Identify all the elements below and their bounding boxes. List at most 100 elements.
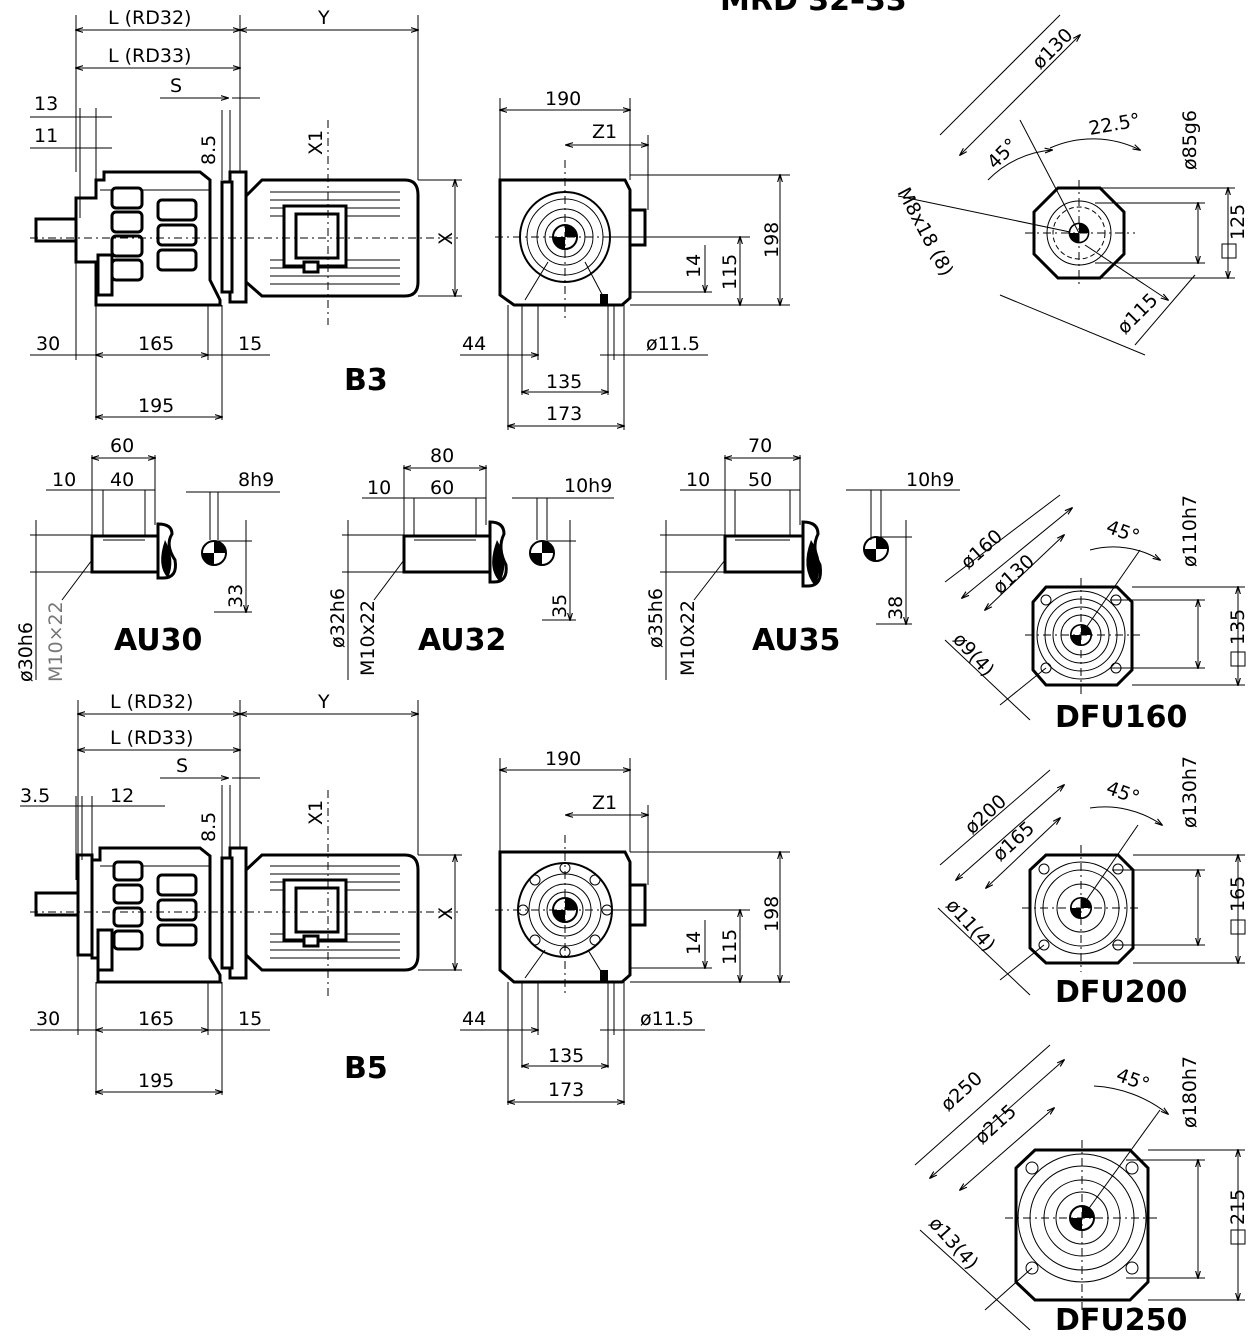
dimension-label: 15 [238, 1008, 262, 1030]
dimension-label: 8h9 [238, 469, 274, 491]
dimension-label: 38 [885, 596, 907, 620]
dimension-label: 14 [683, 931, 705, 955]
dimension-label: ø130 [989, 550, 1039, 598]
dimension-label: ø180h7 [1179, 1056, 1201, 1128]
dimension-label: 15 [238, 333, 262, 355]
dimension-label: X1 [305, 800, 327, 825]
dimension-label: 173 [548, 1079, 584, 1101]
dimension-label: ø85g6 [1179, 110, 1201, 170]
dimension-label: 22.5° [1087, 109, 1142, 140]
b5-front-view [30, 790, 460, 1000]
page-title: MRD 32–33 [720, 0, 907, 18]
dimension-label: 10 [367, 477, 391, 499]
dimension-label: X [435, 232, 457, 245]
dimension-label: ø30h6 [15, 622, 37, 682]
dimension-label: M10x22 [357, 600, 379, 676]
dimension-label: 35 [549, 594, 571, 618]
dimension-label: 10h9 [564, 475, 612, 497]
dimension-label: 135 [546, 371, 582, 393]
dfu250-label: DFU250 [1055, 1303, 1187, 1336]
dimension-label: L (RD33) [108, 45, 191, 67]
dimension-label: ø13(4) [924, 1213, 982, 1274]
dimension-label: 60 [110, 435, 134, 457]
shaft-au30: 60 10 40 ø30h6 M10×22 8h9 33 [15, 435, 280, 682]
dimension-label: 45° [983, 134, 1022, 173]
dimension-label: S [176, 755, 188, 777]
dimension-label: 33 [225, 584, 247, 608]
dimension-label: 30 [36, 333, 60, 355]
dimension-label: 45° [1103, 516, 1142, 548]
dimension-label: 50 [748, 469, 772, 491]
shaft-au32: 80 10 60 ø32h6 M10x22 10h9 35 [327, 445, 614, 680]
dimension-label: ø130 [1028, 24, 1077, 73]
dimension-label: 190 [545, 748, 581, 770]
au35-label: AU35 [752, 623, 840, 658]
dimension-label: 115 [719, 254, 741, 290]
dimension-label: Y [317, 691, 330, 713]
dimension-label: 10 [686, 469, 710, 491]
dimension-label: 135 [1227, 609, 1249, 645]
dimension-label: 195 [138, 1070, 174, 1092]
output-flange-view: 125 ø85g6 ø130 ø115 45° 22.5° M8x18 (8) [893, 14, 1249, 356]
b3-label: B3 [344, 363, 388, 398]
b5-side-view [495, 835, 650, 995]
dimension-label: 125 [1227, 204, 1249, 240]
b3-front-dims: L (RD32) Y L (RD33) S 13 11 8.5 X1 X 30 … [30, 7, 462, 420]
dimension-label: 195 [138, 395, 174, 417]
dimension-label: 215 [1227, 1189, 1249, 1225]
dimension-label: ø215 [971, 1100, 1021, 1148]
au30-label: AU30 [114, 623, 202, 658]
dimension-label: 173 [546, 403, 582, 425]
dimension-label: X [435, 907, 457, 920]
dimension-label: L (RD32) [108, 7, 191, 29]
dimension-label: ø9(4) [948, 629, 998, 681]
b3-side-dims: 190 Z1 198 115 14 44 ø11.5 135 173 [460, 88, 790, 430]
dimension-label: 14 [683, 254, 705, 278]
dimension-label: Z1 [592, 121, 617, 143]
dimension-label: ø110h7 [1179, 495, 1201, 567]
dimension-label: ø115 [1113, 289, 1162, 338]
dimension-label: M10x22 [677, 600, 699, 676]
dimension-label: ø11.5 [640, 1008, 694, 1030]
b3-side-view [495, 160, 650, 320]
b5-side-dims: 190 Z1 198 115 14 44 ø11.5 135 173 [460, 748, 790, 1105]
dimension-label: 198 [761, 222, 783, 258]
dimension-label: 8.5 [198, 812, 220, 842]
dimension-label: 11 [34, 125, 58, 147]
dimension-label: 10h9 [906, 469, 954, 491]
dimension-label: 198 [761, 896, 783, 932]
dfu200-label: DFU200 [1055, 975, 1187, 1010]
dimension-label: Y [317, 7, 330, 29]
dimension-label: L (RD33) [110, 727, 193, 749]
dimension-label: 60 [430, 477, 454, 499]
dimension-label: 165 [138, 333, 174, 355]
dimension-label: 8.5 [198, 135, 220, 165]
dimension-label: 10 [52, 469, 76, 491]
dimension-label: ø130h7 [1179, 756, 1201, 828]
dimension-label: 165 [1227, 876, 1249, 912]
dimension-label: 40 [110, 469, 134, 491]
dimension-label: 3.5 [20, 785, 50, 807]
shaft-au35: 70 10 50 ø35h6 M10x22 10h9 38 [645, 435, 960, 680]
dimension-label: M8x18 (8) [893, 184, 958, 280]
flange-dfu250: 215 ø180h7 ø250 ø215 ø13(4) 45° [914, 1044, 1249, 1331]
dimension-label: ø32h6 [327, 588, 349, 648]
flange-dfu160: 135 ø110h7 ø160 ø130 ø9(4) 45° [944, 494, 1249, 721]
dimension-label: 45° [1103, 777, 1142, 809]
dimension-label: 44 [462, 1008, 486, 1030]
dimension-label: 45° [1113, 1064, 1152, 1096]
dimension-label: ø11(4) [941, 895, 999, 956]
dimension-label: ø160 [957, 525, 1007, 573]
flange-dfu200: 165 ø130h7 ø200 ø165 ø11(4) 45° [937, 756, 1249, 996]
dimension-label: 80 [430, 445, 454, 467]
dimension-label: M10×22 [45, 601, 67, 682]
dimension-label: 12 [110, 785, 134, 807]
dimension-label: X1 [305, 130, 327, 155]
dimension-label: 70 [748, 435, 772, 457]
dfu160-label: DFU160 [1055, 700, 1187, 735]
dimension-label: 44 [462, 333, 486, 355]
au32-label: AU32 [418, 623, 506, 658]
dimension-label: 190 [545, 88, 581, 110]
b5-label: B5 [344, 1051, 388, 1086]
